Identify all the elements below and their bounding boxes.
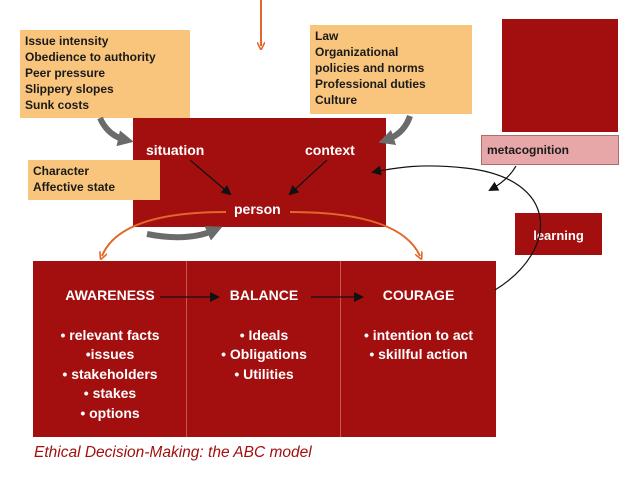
column-divider bbox=[186, 261, 187, 437]
balance-bullets: • Ideals • Obligations • Utilities bbox=[221, 326, 307, 382]
awareness-column bbox=[33, 261, 187, 437]
balance-header: BALANCE bbox=[229, 287, 299, 303]
column-divider bbox=[340, 261, 341, 437]
courage-header: COURAGE bbox=[382, 287, 455, 303]
balance-column bbox=[187, 261, 341, 437]
context-label: context bbox=[305, 142, 355, 158]
metacognition-box bbox=[481, 135, 619, 165]
person-to-awareness-arc bbox=[102, 211, 227, 256]
learning-label: learning bbox=[533, 228, 584, 243]
context-to-person-arrow bbox=[288, 159, 328, 196]
courage-bullets: • intention to act • skillful action bbox=[363, 326, 474, 363]
courage-column bbox=[341, 261, 496, 437]
situation-label: situation bbox=[146, 142, 205, 158]
learning-box bbox=[515, 213, 602, 255]
awareness-header: AWARENESS bbox=[65, 287, 155, 303]
personal-factors-note: Character Affective state bbox=[28, 160, 160, 200]
situational-factors-note: Issue intensity Obedience to authority P… bbox=[20, 30, 190, 118]
character-loop-arrow bbox=[146, 225, 223, 241]
awareness-content: AWARENESS • relevant facts •issues • sta… bbox=[33, 286, 187, 423]
situational-factors-arrow bbox=[97, 116, 134, 147]
balance-content: BALANCE • Ideals • Obligations • Utiliti… bbox=[187, 286, 341, 384]
metacognition-label: metacognition bbox=[487, 143, 570, 157]
decorative-red-square bbox=[502, 19, 618, 132]
contextual-factors-note: Law Organizational policies and norms Pr… bbox=[310, 25, 472, 114]
person-to-courage-arc bbox=[289, 211, 420, 256]
diagram-caption: Ethical Decision-Making: the ABC model bbox=[34, 444, 312, 461]
courage-content: COURAGE • intention to act • skillful ac… bbox=[341, 286, 496, 365]
metacognition-arrow bbox=[488, 165, 517, 191]
person-label: person bbox=[234, 201, 281, 217]
situation-to-person-arrow bbox=[189, 159, 232, 196]
contextual-factors-arrow bbox=[378, 114, 413, 146]
central-box bbox=[133, 118, 386, 227]
learning-feedback-arrow bbox=[371, 165, 542, 291]
awareness-bullets: • relevant facts •issues • stakeholders … bbox=[60, 326, 160, 421]
